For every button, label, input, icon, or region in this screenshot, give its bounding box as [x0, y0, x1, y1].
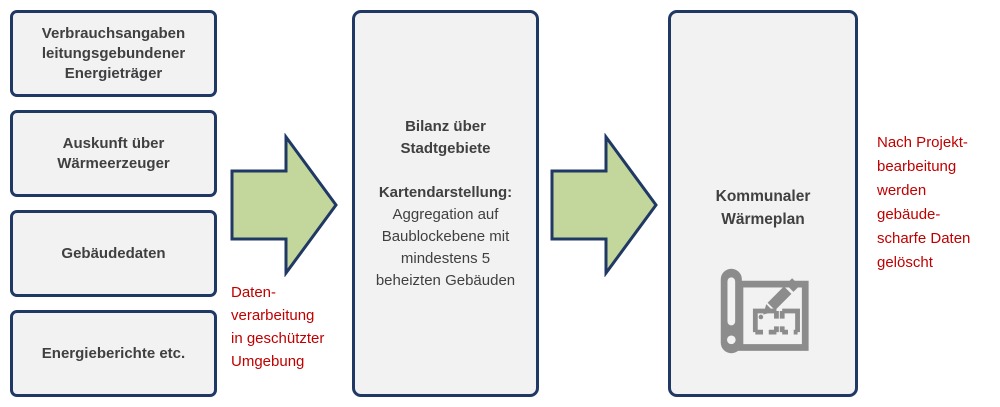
result-title: Kommunaler Wärmeplan	[715, 188, 811, 228]
box-consumption-data-label: Verbrauchsangaben leitungsgebundener Ene…	[41, 24, 186, 82]
box-heat-generator-info-label: Auskunft über Wärmeerzeuger	[57, 134, 170, 172]
balance-subtitle: Kartendarstellung:	[378, 183, 513, 201]
arrow-right-icon	[550, 133, 658, 277]
box-energy-reports: Energieberichte etc.	[10, 310, 217, 397]
box-municipal-heat-plan: Kommunaler Wärmeplan	[668, 10, 858, 397]
processing-note: Daten- verarbeitung in geschützter Umgeb…	[231, 284, 325, 370]
box-district-balance: Bilanz über Stadtgebiete Kartendarstellu…	[352, 10, 539, 397]
box-heat-generator-info: Auskunft über Wärmeerzeuger	[10, 110, 217, 197]
arrow-right-icon	[230, 133, 338, 277]
balance-body: Aggregation auf Baublockebene mit mindes…	[375, 205, 516, 289]
box-energy-reports-label: Energieberichte etc.	[41, 344, 186, 362]
blueprint-pencil-icon	[720, 268, 809, 354]
box-building-data-label: Gebäudedaten	[61, 244, 166, 262]
balance-title: Bilanz über Stadtgebiete	[400, 117, 491, 157]
input-boxes-column: Verbrauchsangaben leitungsgebundener Ene…	[10, 10, 217, 397]
deletion-note: Nach Projekt- bearbeitung werden gebäude…	[877, 134, 971, 271]
box-building-data: Gebäudedaten	[10, 210, 217, 297]
box-consumption-data: Verbrauchsangaben leitungsgebundener Ene…	[10, 10, 217, 97]
